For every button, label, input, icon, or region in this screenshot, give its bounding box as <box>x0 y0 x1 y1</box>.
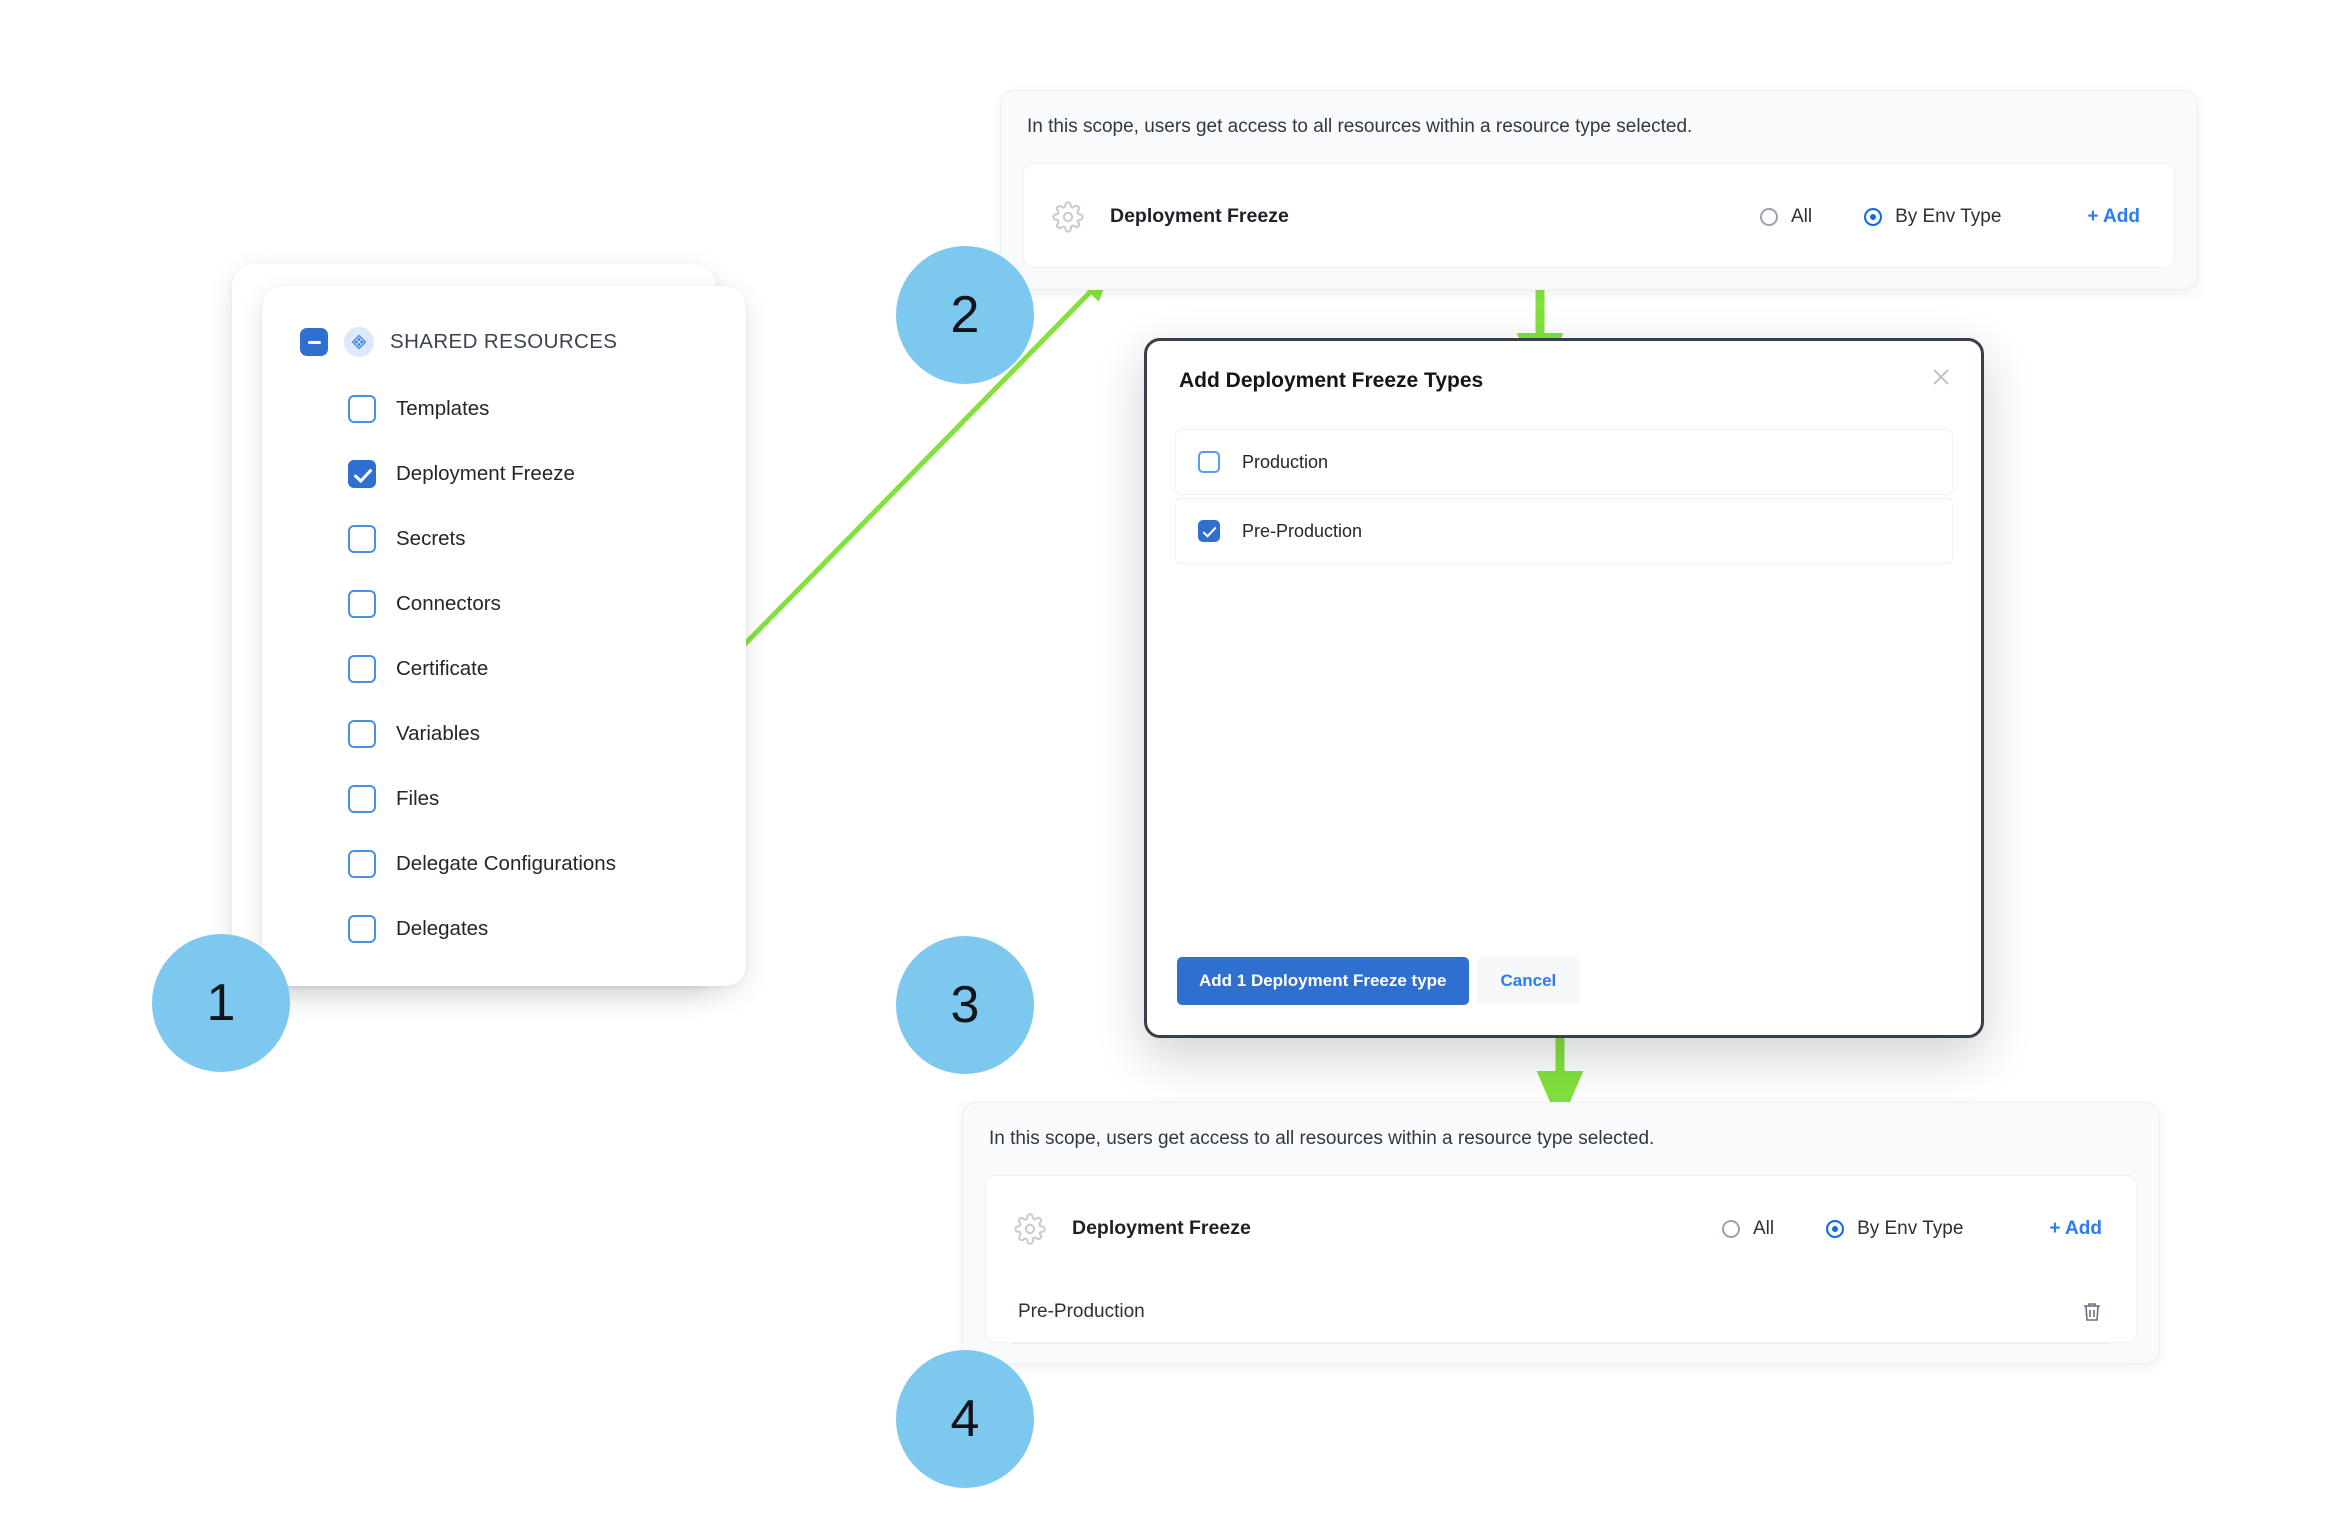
list-item-label: Variables <box>396 721 480 745</box>
cancel-button[interactable]: Cancel <box>1476 957 1581 1005</box>
list-item[interactable]: Delegates <box>262 896 746 961</box>
radio-icon-by-env-type[interactable] <box>1826 1219 1845 1238</box>
resource-row-card: Deployment Freeze All By Env Type + Add … <box>985 1175 2137 1344</box>
checkbox-deployment-freeze[interactable] <box>348 459 376 488</box>
checkbox-files[interactable] <box>348 784 376 813</box>
scope-note: In this scope, users get access to all r… <box>1027 116 1693 137</box>
trash-icon[interactable] <box>2080 1299 2104 1325</box>
list-item-label: Templates <box>396 396 490 420</box>
page-title: SHARED RESOURCES <box>390 330 618 353</box>
radio-icon-by-env-type[interactable] <box>1864 207 1883 226</box>
resource-name: Deployment Freeze <box>1072 1217 1251 1239</box>
resource-type-list: Templates Deployment Freeze Secrets Conn… <box>262 376 746 961</box>
step-badge-1: 1 <box>152 934 290 1072</box>
list-item[interactable]: Delegate Configurations <box>262 831 746 896</box>
list-item[interactable]: Certificate <box>262 636 746 701</box>
radio-option-by-env-type[interactable]: By Env Type <box>1864 206 2001 228</box>
radio-label-all: All <box>1752 1217 1775 1239</box>
list-item[interactable]: Variables <box>262 701 746 766</box>
list-item-label: Delegates <box>396 916 489 940</box>
selected-env-type-label: Pre-Production <box>1018 1301 1145 1322</box>
tree-header-row[interactable]: SHARED RESOURCES <box>262 322 746 362</box>
step-badge-2: 2 <box>896 246 1034 384</box>
list-item[interactable]: Production <box>1175 429 1953 495</box>
scope-controls: All By Env Type + Add <box>1759 205 2140 228</box>
list-item-label: Certificate <box>396 656 489 680</box>
radio-label-by-env-type: By Env Type <box>1857 1217 1964 1239</box>
radio-label-by-env-type: By Env Type <box>1895 205 2002 227</box>
add-button[interactable]: + Add <box>2087 205 2140 227</box>
step-badge-3: 3 <box>896 936 1034 1074</box>
list-item[interactable]: Templates <box>262 376 746 441</box>
resource-row: Deployment Freeze All By Env Type + Add <box>986 1176 2136 1281</box>
radio-label-all: All <box>1790 205 1813 227</box>
checkbox-delegates[interactable] <box>348 914 376 943</box>
checkbox-secrets[interactable] <box>348 524 376 553</box>
scope-note: In this scope, users get access to all r… <box>989 1128 1655 1149</box>
list-item[interactable]: Secrets <box>262 506 746 571</box>
checkbox-variables[interactable] <box>348 719 376 748</box>
step-badge-4: 4 <box>896 1350 1034 1488</box>
list-item[interactable]: Pre-Production <box>1175 498 1953 564</box>
freeze-type-option-list: Production Pre-Production <box>1175 429 1953 564</box>
checkbox-production[interactable] <box>1198 451 1220 473</box>
radio-icon-all[interactable] <box>1759 207 1778 226</box>
list-item-label: Connectors <box>396 591 501 615</box>
radio-option-all[interactable]: All <box>1759 205 1813 228</box>
scope-panel-after: In this scope, users get access to all r… <box>962 1102 2160 1364</box>
add-deployment-freeze-types-modal: Add Deployment Freeze Types Production P… <box>1144 338 1984 1038</box>
arrow-1-to-2 <box>688 271 1111 702</box>
modal-title: Add Deployment Freeze Types <box>1179 369 1484 392</box>
list-item-label: Delegate Configurations <box>396 851 616 875</box>
resource-name: Deployment Freeze <box>1110 205 1289 227</box>
scope-panel-before: In this scope, users get access to all r… <box>1000 90 2198 290</box>
checkbox-delegate-configurations[interactable] <box>348 849 376 878</box>
radio-option-all[interactable]: All <box>1721 1217 1775 1240</box>
resource-row-card: Deployment Freeze All By Env Type + Add <box>1023 163 2175 268</box>
gear-icon <box>1052 200 1084 233</box>
list-item-label: Deployment Freeze <box>396 461 575 485</box>
radio-icon-all[interactable] <box>1721 1219 1740 1238</box>
list-item-label: Pre-Production <box>1242 520 1363 541</box>
scope-controls: All By Env Type + Add <box>1721 1217 2102 1240</box>
checkbox-connectors[interactable] <box>348 589 376 618</box>
add-freeze-type-button[interactable]: Add 1 Deployment Freeze type <box>1177 957 1469 1005</box>
gear-icon <box>1014 1212 1046 1245</box>
table-row: Pre-Production <box>1012 1281 2110 1344</box>
list-item[interactable]: Files <box>262 766 746 831</box>
minus-icon[interactable] <box>300 328 328 356</box>
modal-footer: Add 1 Deployment Freeze type Cancel <box>1177 957 1581 1005</box>
list-item-label: Files <box>396 786 440 810</box>
radio-option-by-env-type[interactable]: By Env Type <box>1826 1218 1963 1240</box>
shared-resources-panel: SHARED RESOURCES Templates Deployment Fr… <box>262 286 746 986</box>
list-item[interactable]: Connectors <box>262 571 746 636</box>
checkbox-templates[interactable] <box>348 394 376 423</box>
resource-row: Deployment Freeze All By Env Type + Add <box>1024 164 2174 269</box>
checkbox-pre-production[interactable] <box>1198 520 1220 542</box>
list-item[interactable]: Deployment Freeze <box>262 441 746 506</box>
close-icon[interactable] <box>1927 363 1955 391</box>
add-button[interactable]: + Add <box>2049 1217 2102 1239</box>
list-item-label: Production <box>1242 451 1329 472</box>
list-item-label: Secrets <box>396 526 466 550</box>
resource-diamond-icon <box>344 327 374 357</box>
checkbox-certificate[interactable] <box>348 654 376 683</box>
